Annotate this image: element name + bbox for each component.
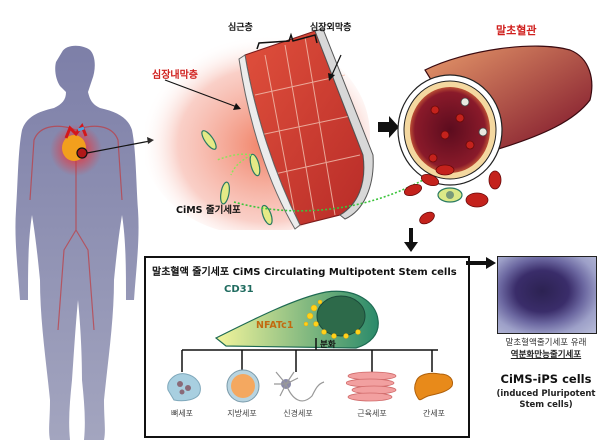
- ips-caption-line1: 말초혈액줄기세포 유래: [505, 338, 587, 348]
- label-myocardium: 심근층: [228, 23, 253, 33]
- stem-cells: [201, 130, 273, 226]
- cell-type-label: 간세포: [422, 409, 446, 418]
- red-blood-cells: [403, 105, 502, 225]
- cell-type-label: 신경세포: [283, 409, 313, 418]
- differentiation-tree: [181, 338, 438, 372]
- myocardium-bracket: [256, 32, 318, 50]
- ips-caption-line2: 역분화만능줄기세포: [510, 350, 582, 360]
- label-differentiation: 분화: [320, 340, 336, 350]
- human-body-illustration: [15, 45, 154, 441]
- zoom-arrow: [86, 140, 151, 154]
- label-capillary: 말초혈관: [496, 24, 537, 37]
- ips-title: CiMS-iPS cells: [500, 372, 592, 386]
- marker-cd31: CD31: [224, 284, 254, 295]
- ips-subtitle-line1: (induced Pluripotent: [496, 389, 596, 399]
- nerve-cell-icon: [274, 371, 325, 402]
- bone-cell-icon: [167, 373, 201, 402]
- cims-cell-illustration: [214, 290, 379, 349]
- label-endocardium: 심장내막층: [152, 70, 198, 81]
- heart-wall-illustration: [145, 28, 374, 230]
- ips-micrograph: [497, 256, 597, 334]
- muscle-cell-icon: [346, 371, 397, 402]
- cell-type-label: 근육세포: [357, 409, 387, 418]
- label-epicardium: 심장외막층: [310, 23, 352, 33]
- right-arrow-icon: [378, 116, 399, 138]
- down-arrow-icon: [404, 228, 418, 252]
- epicardium-layer: [314, 28, 374, 220]
- box-title: 말초혈액 줄기세포 CiMS Circulating Multipotent S…: [152, 267, 457, 278]
- cell-type-label: 지방세포: [227, 409, 257, 418]
- marker-nfatc1: NFATc1: [256, 320, 294, 331]
- capillary-illustration: [397, 45, 593, 225]
- heart-zoom-circle: [76, 147, 88, 159]
- cell-type-label: 뼈세포: [170, 409, 194, 418]
- cims-info-box: 말초혈액 줄기세포 CiMS Circulating Multipotent S…: [144, 256, 470, 438]
- blood-vessels: [29, 125, 123, 331]
- endocardium-layer: [238, 54, 301, 230]
- label-cims-stem-cell: CiMS 줄기세포: [176, 205, 241, 216]
- liver-cell-icon: [414, 372, 453, 401]
- fat-cell-icon: [226, 369, 260, 403]
- body-silhouette: [15, 45, 139, 441]
- right-arrow-icon: [466, 257, 496, 269]
- ips-subtitle-line2: Stem cells): [519, 400, 573, 410]
